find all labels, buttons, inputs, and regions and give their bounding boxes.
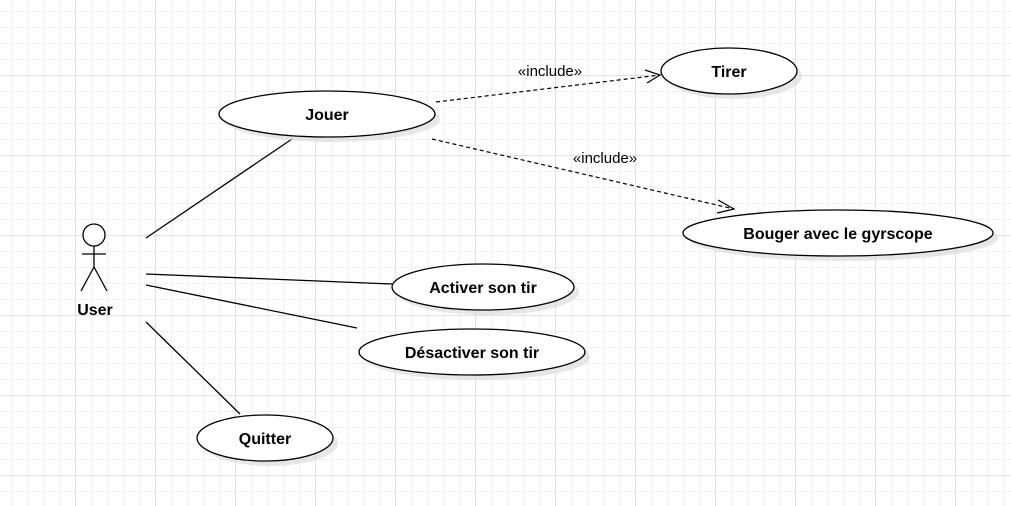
- actor-user[interactable]: User: [77, 223, 113, 319]
- use-case-desactiver-ellipse: [358, 328, 586, 376]
- use-case-activer[interactable]: Activer son tir: [391, 263, 579, 315]
- include-tirer-arrowhead: [644, 69, 662, 84]
- use-case-jouer-label: Jouer: [305, 107, 349, 124]
- use-case-desactiver-label: Désactiver son tir: [405, 345, 539, 362]
- association-quitter[interactable]: [145, 321, 241, 415]
- include-bouger-label: «include»: [573, 150, 637, 167]
- include-tirer-line: [435, 74, 661, 103]
- use-case-tirer-label: Tirer: [711, 64, 746, 81]
- actor-label: User: [77, 302, 113, 319]
- use-case-tirer-ellipse: [660, 47, 798, 95]
- use-case-bouger-ellipse: [682, 209, 994, 257]
- use-case-tirer[interactable]: Tirer: [660, 47, 802, 99]
- include-bouger-arrowhead: [716, 199, 736, 214]
- actor-left-leg: [80, 266, 95, 292]
- use-case-quitter-label: Quitter: [239, 431, 291, 448]
- actor-right-leg: [93, 266, 108, 292]
- use-case-activer-ellipse: [391, 263, 575, 311]
- use-case-quitter[interactable]: Quitter: [196, 414, 338, 466]
- include-bouger-line: [431, 138, 735, 210]
- use-case-jouer[interactable]: Jouer: [218, 90, 440, 142]
- actor-head: [82, 223, 106, 247]
- use-case-bouger[interactable]: Bouger avec le gyrscope: [682, 209, 998, 261]
- use-case-desactiver[interactable]: Désactiver son tir: [358, 328, 590, 380]
- association-jouer[interactable]: [145, 138, 293, 239]
- use-case-bouger-label: Bouger avec le gyrscope: [743, 226, 933, 243]
- include-tirer-label: «include»: [518, 63, 582, 80]
- use-case-activer-label: Activer son tir: [429, 280, 537, 297]
- use-case-jouer-ellipse: [218, 90, 436, 138]
- include-bouger[interactable]: «include»: [431, 138, 736, 214]
- include-tirer[interactable]: «include»: [435, 63, 662, 103]
- association-activer[interactable]: [145, 273, 393, 285]
- use-case-quitter-ellipse: [196, 414, 334, 462]
- association-desactiver[interactable]: [145, 284, 358, 329]
